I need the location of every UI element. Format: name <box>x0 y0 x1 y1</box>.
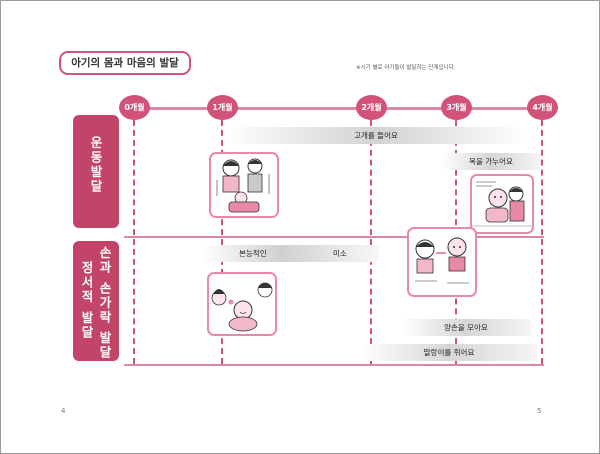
month-marker-4: 4개월 <box>527 95 558 120</box>
guide-line-1 <box>221 120 223 364</box>
page-number-left: 4 <box>61 407 66 415</box>
smile-text: 미소 <box>333 249 347 258</box>
baby-held-drawing <box>472 181 532 227</box>
guide-line-2 <box>370 120 372 364</box>
motor-development-label: 운동발달 <box>73 115 119 228</box>
bar-head-lift: 고개를 들어요 <box>223 127 529 144</box>
baby-lying-drawing <box>211 282 273 332</box>
page-number-right: 5 <box>537 407 542 415</box>
page-title: 아기의 몸과 마음의 발달 <box>59 51 191 75</box>
bar-grasp-smile: 본능적인 미소 <box>201 245 379 262</box>
month-marker-1: 1개월 <box>207 95 238 120</box>
month-marker-2: 2개월 <box>356 95 387 120</box>
guide-line-0 <box>133 120 135 364</box>
intro-note: ※시기 별로 아기들이 발달하는 단계입니다. <box>356 65 456 71</box>
hand-label-text: 손과 손가락 발달 <box>97 246 112 361</box>
grasp-reflex-text: 본능적인 <box>239 249 267 258</box>
month-marker-3: 3개월 <box>441 95 472 120</box>
illustration-baby-held <box>470 174 534 234</box>
guide-line-4 <box>541 120 543 364</box>
motor-label-text: 운동발달 <box>88 136 103 194</box>
bar-hands-together: 양손을 모아요 <box>401 319 531 336</box>
emotion-label-text: 정서적 발달 <box>79 261 94 340</box>
family-baby-drawing <box>216 158 270 213</box>
row-bottom-line <box>124 364 544 366</box>
timeline-bar <box>124 107 544 110</box>
illustration-baby-lying <box>207 272 277 336</box>
month-marker-0: 0개월 <box>119 95 150 120</box>
illustration-family-baby <box>209 152 279 218</box>
illustration-babies-looking <box>407 227 477 297</box>
babies-looking-drawing <box>415 237 469 284</box>
bar-neck-control: 목을 가누어요 <box>441 153 541 170</box>
row-divider <box>124 236 544 238</box>
bar-rattle: 딸랑이를 쥐어요 <box>361 344 537 361</box>
hand-emotional-label: 손과 손가락 발달 정서적 발달 <box>73 241 119 361</box>
